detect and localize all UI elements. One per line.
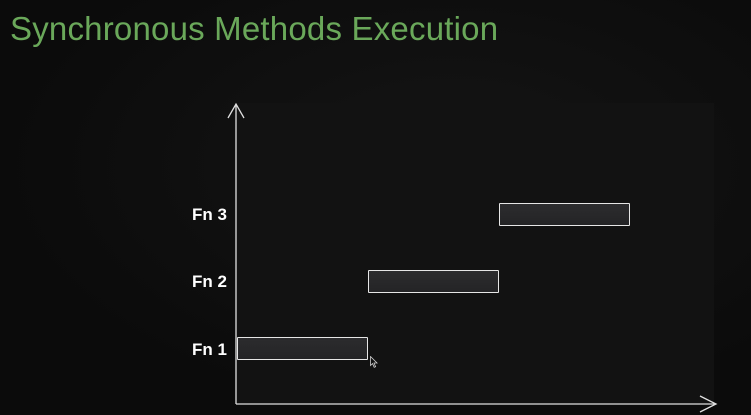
execution-bar-fn3 xyxy=(499,203,630,226)
y-axis-arrowhead xyxy=(227,102,245,119)
slide-title: Synchronous Methods Execution xyxy=(10,10,499,47)
x-axis-arrowhead xyxy=(699,395,718,413)
lane-label-fn2: Fn 2 xyxy=(192,272,227,291)
execution-bar-fn2 xyxy=(368,270,499,293)
lane-label-fn1: Fn 1 xyxy=(192,340,227,359)
mouse-pointer-icon xyxy=(370,356,378,368)
execution-bar-fn1 xyxy=(237,337,368,360)
lane-label-fn3: Fn 3 xyxy=(192,205,227,224)
